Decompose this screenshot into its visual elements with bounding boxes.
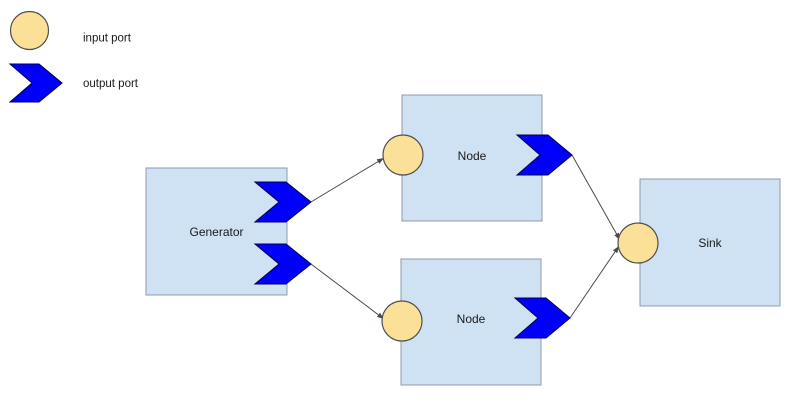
generator-output-port-bottom-icon	[253, 243, 312, 285]
legend-output-port-icon	[8, 63, 63, 103]
legend-input-port-icon	[9, 10, 50, 51]
node-bottom-input-port-icon	[381, 300, 423, 342]
node-top-input-port-icon	[382, 134, 424, 176]
sink-box	[639, 178, 781, 307]
node-bottom-output-port-icon	[513, 297, 571, 339]
node-top-output-port-icon	[515, 134, 573, 176]
node-bottom-box	[400, 258, 542, 386]
legend-output-port-label: output port	[83, 78, 139, 90]
edge-generator-to-node-bottom	[310, 263, 385, 320]
edge-node-top-to-sink	[571, 154, 621, 241]
node-top-label: Node	[458, 149, 487, 163]
generator-label: Generator	[189, 225, 243, 239]
sink-input-port-icon	[617, 222, 659, 264]
legend-input-port-label: input port	[83, 33, 132, 45]
node-top-box	[401, 94, 543, 222]
edge-node-bottom-to-sink	[569, 245, 620, 319]
edge-generator-to-node-top	[310, 157, 385, 203]
sink-label: Sink	[698, 236, 722, 250]
generator-output-port-top-icon	[253, 181, 312, 223]
node-bottom-label: Node	[457, 312, 486, 326]
